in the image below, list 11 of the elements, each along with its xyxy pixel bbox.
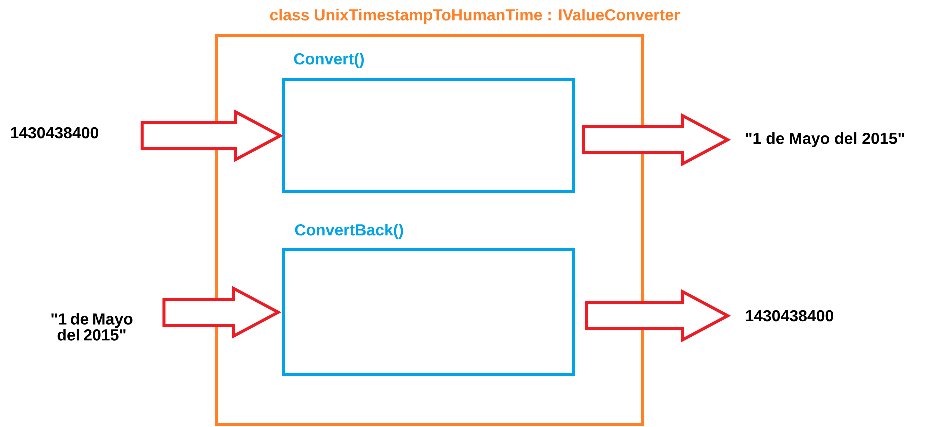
block-arrow xyxy=(162,286,282,339)
block-arrow xyxy=(582,114,732,166)
value-text: "1 de Mayo del 2015" xyxy=(52,313,133,341)
block-arrow xyxy=(585,289,732,342)
value-text: 1430438400 xyxy=(11,127,98,139)
value-text: 1430438400 xyxy=(746,310,834,322)
box-heading: Convert() xyxy=(294,53,364,68)
value-text: "1 de Mayo del 2015" xyxy=(746,132,904,148)
block-arrow xyxy=(140,110,284,162)
box-heading: ConvertBack() xyxy=(295,224,404,239)
box-heading: class UnixTimestampToHumanTime : IValueConverter xyxy=(270,9,680,24)
